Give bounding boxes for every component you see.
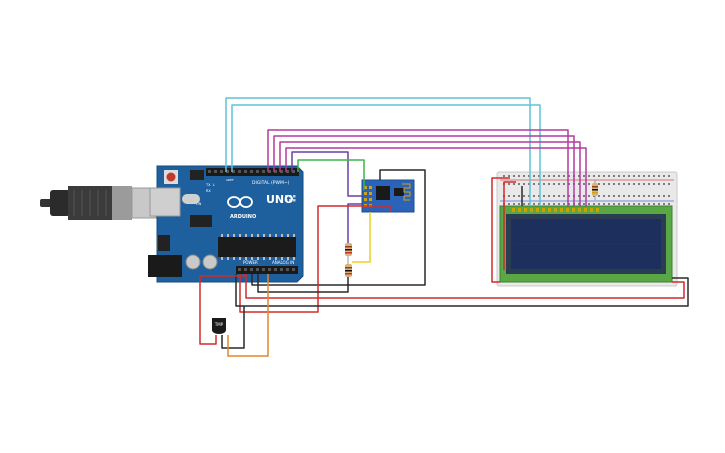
header-pins <box>208 170 295 271</box>
analog-header-label: ANALOG IN <box>272 260 294 265</box>
on-label: ON <box>196 202 202 206</box>
wire-black-resistor[interactable] <box>257 274 349 293</box>
usb-chip <box>190 170 204 180</box>
wire-red-rail[interactable] <box>491 177 510 283</box>
wire-red-rail-2[interactable] <box>503 181 516 270</box>
voltage-regulator <box>158 235 170 251</box>
digital-header-label: DIGITAL (PWM~) <box>252 180 290 186</box>
usb-port <box>149 187 181 217</box>
antenna <box>402 183 411 201</box>
rx-label: RX <box>206 189 211 193</box>
wire-green[interactable] <box>297 159 365 190</box>
usb-controller-chip <box>190 215 212 227</box>
icsp-header <box>285 195 296 202</box>
tmp-temperature-sensor[interactable]: TMP <box>212 318 226 334</box>
chip-pins <box>221 234 295 260</box>
wire-magenta-1[interactable] <box>267 129 569 206</box>
wire-purple[interactable] <box>291 151 362 197</box>
wire-red-long[interactable] <box>245 274 685 299</box>
wire-cyan-1[interactable] <box>225 97 531 206</box>
arduino-logo-icon <box>227 196 253 208</box>
model-label: UNO <box>266 193 294 206</box>
capacitor <box>202 254 218 270</box>
wire-magenta-3[interactable] <box>279 141 581 206</box>
wire-tmp-red[interactable] <box>199 274 245 345</box>
esp8266-wifi-module[interactable] <box>361 179 415 213</box>
power-jack <box>148 255 182 277</box>
capacitor <box>185 254 201 270</box>
brand-label: ARDUINO <box>230 214 256 220</box>
wire-tmp-black[interactable] <box>221 306 245 349</box>
wire-black-long[interactable] <box>235 274 689 307</box>
lcd-display[interactable] <box>499 205 673 283</box>
wire-purple-resistor[interactable] <box>347 203 362 243</box>
l-label: L <box>213 183 215 187</box>
aref-label: AREF <box>226 178 234 182</box>
atmega-chip <box>218 237 296 257</box>
wire-tmp-orange[interactable] <box>227 274 269 357</box>
breadboard-resistor[interactable] <box>592 180 598 200</box>
sensor-label: TMP <box>214 322 224 327</box>
wire-yellow[interactable] <box>352 212 371 263</box>
lcd-header-pins <box>512 208 599 212</box>
wire-magenta-4[interactable] <box>285 147 587 206</box>
usb-cable[interactable] <box>40 186 157 220</box>
wire-cyan-2[interactable] <box>231 104 541 206</box>
crystal <box>182 194 200 204</box>
tx-label: TX <box>205 183 211 187</box>
power-analog-header[interactable] <box>236 266 298 274</box>
wire-magenta-2[interactable] <box>273 135 575 206</box>
arduino-uno-board[interactable]: DIGITAL (PWM~) UNO ARDUINO POWER ANALOG … <box>40 165 304 283</box>
resistor-2[interactable] <box>345 264 352 277</box>
wire-black-esp[interactable] <box>251 169 426 286</box>
breadboard-holes <box>503 175 670 205</box>
wires <box>199 97 689 357</box>
power-header-label: POWER <box>243 260 258 265</box>
resistor-1[interactable] <box>345 243 352 256</box>
reset-button-cap[interactable] <box>166 172 176 182</box>
